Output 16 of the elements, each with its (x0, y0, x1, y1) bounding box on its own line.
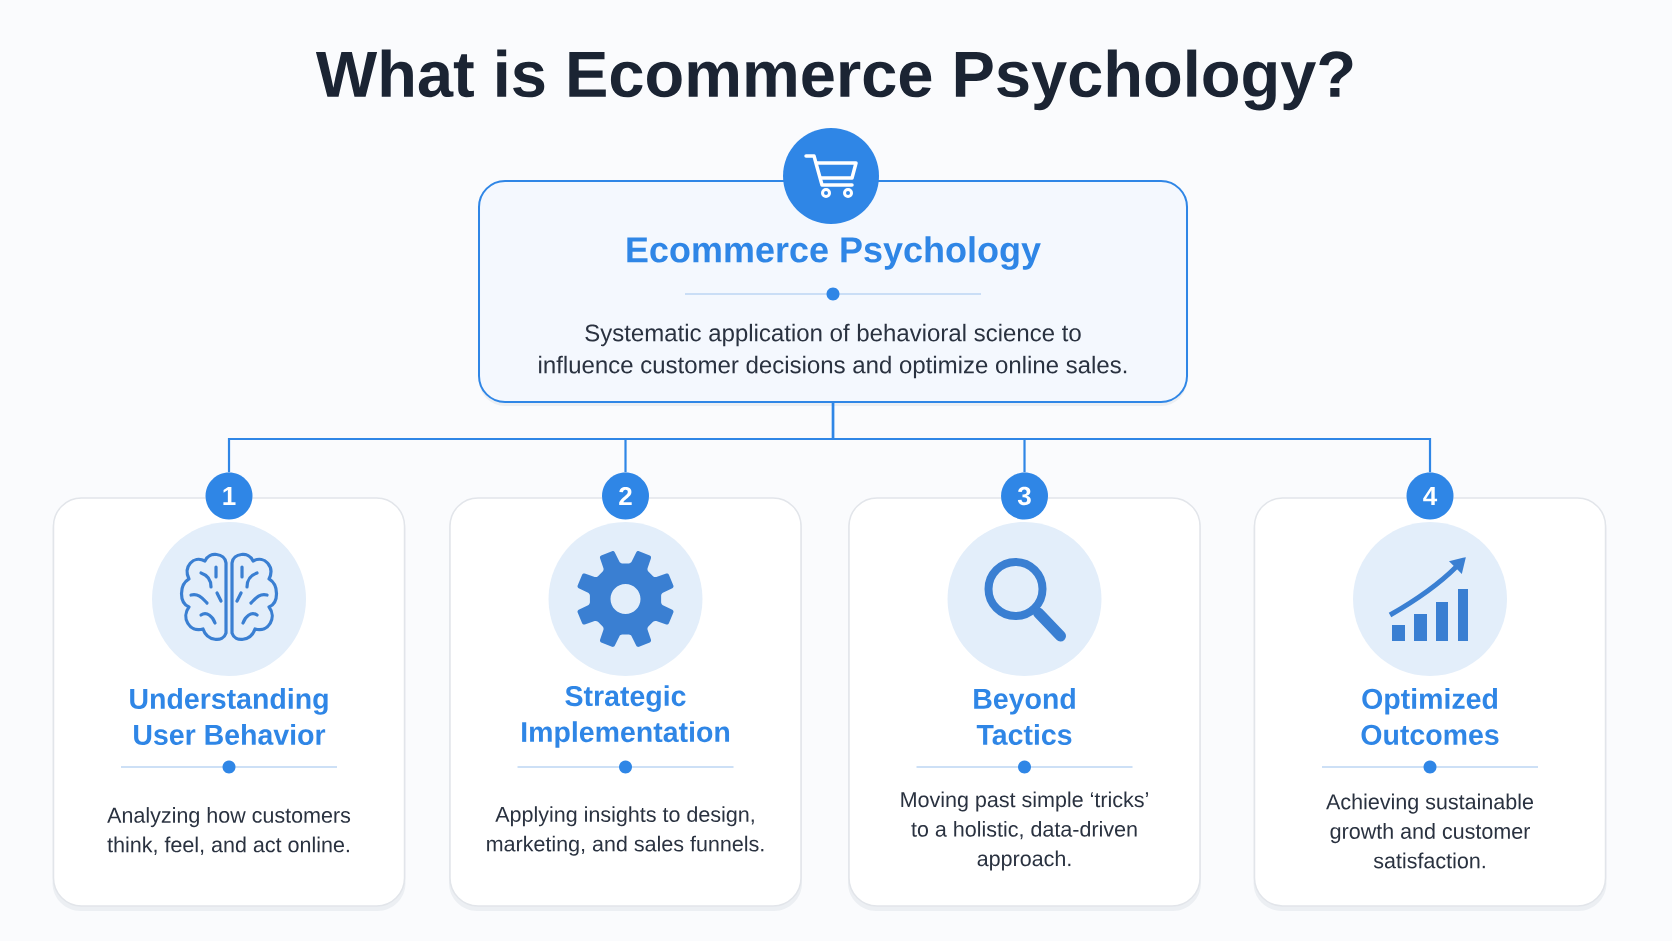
card-heading: Optimized Outcomes (1361, 688, 1499, 745)
card-description: Moving past simple ‘tricks’ to a holistic, data-driven approach. (901, 791, 1148, 871)
card-heading: Beyond Tactics (974, 688, 1075, 745)
title: What is Ecommerce Psychology? (315, 49, 1353, 111)
card-description: Achieving sustainable growth and customer satisfaction. (1326, 793, 1533, 869)
number-badge: 1 (205, 472, 253, 520)
box-heading: Ecommerce Psychology (627, 236, 1041, 270)
number-badge: 2 (602, 472, 649, 520)
connector-line (831, 403, 1432, 473)
card-heading: Understanding User Behavior (130, 688, 328, 745)
number-badge: 4 (1406, 472, 1454, 520)
number-badge: 3 (1001, 472, 1048, 520)
box-description: Systematic application of behavioral science to influence customer decisions and optimize online sales. (539, 323, 1127, 379)
card-description: Analyzing how customers think, feel, and act online. (107, 807, 351, 855)
card-heading: Strategic Implementation (522, 685, 730, 748)
card-description: Applying insights to design, marketing, and sales funnels. (487, 806, 764, 856)
